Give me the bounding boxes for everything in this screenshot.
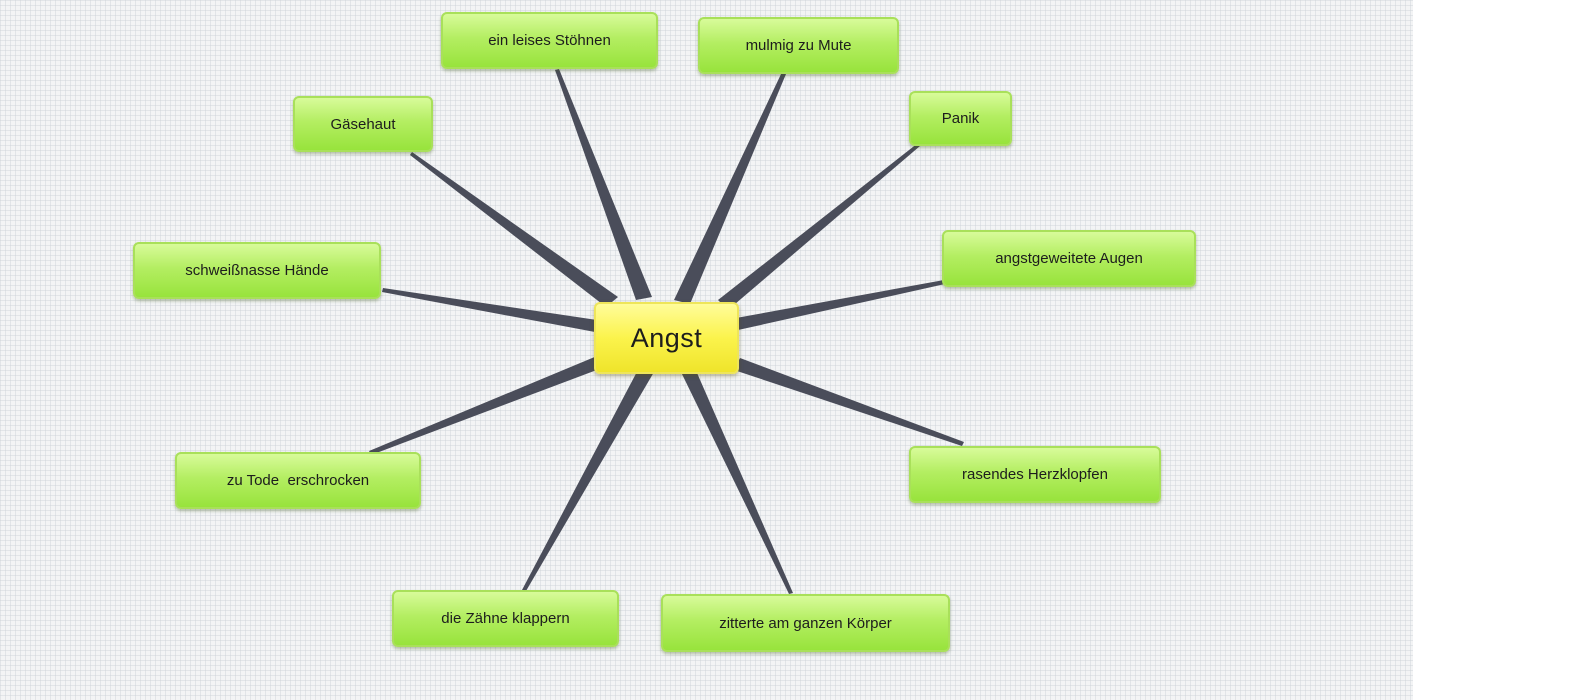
connector-panik: [718, 143, 920, 310]
node-label: zu Tode erschrocken: [226, 472, 370, 489]
node-mulmig-zu-mute[interactable]: mulmig zu Mute: [698, 17, 899, 74]
node-rasendes-herzklopfen[interactable]: rasendes Herzklopfen: [909, 446, 1161, 503]
connector-rasendes-herzklopfen: [734, 358, 964, 446]
connector-layer: [369, 69, 964, 594]
connector-angstgeweitete-augen: [736, 280, 945, 330]
node-angstgeweitete-augen[interactable]: angstgeweitete Augen: [942, 230, 1196, 287]
connector-schweissnasse-haende: [382, 288, 597, 332]
connector-die-zaehne-klappern: [522, 366, 654, 591]
node-label: angstgeweitete Augen: [995, 250, 1143, 267]
node-label: rasendes Herzklopfen: [962, 466, 1108, 483]
node-label: Gäsehaut: [330, 115, 396, 133]
node-schweissnasse-haende[interactable]: schweißnasse Hände: [133, 242, 381, 299]
node-zitterte-am-ganzen-koerper[interactable]: zitterte am ganzen Körper: [661, 594, 950, 652]
node-panik[interactable]: Panik: [909, 91, 1012, 146]
connector-zitterte-am-ganzen-koerper: [681, 366, 793, 594]
node-label: die Zähne klappern: [441, 610, 570, 627]
node-ein-leises-stoehnen[interactable]: ein leises Stöhnen: [441, 12, 658, 69]
node-zu-tode-erschrocken[interactable]: zu Tode erschrocken: [175, 452, 421, 509]
connector-mulmig-zu-mute: [674, 72, 786, 304]
node-die-zaehne-klappern[interactable]: die Zähne klappern: [392, 590, 619, 647]
central-node-angst[interactable]: Angst: [594, 302, 739, 374]
connector-ein-leises-stoehnen: [555, 69, 652, 300]
node-label: schweißnasse Hände: [185, 262, 329, 279]
connector-zu-tode-erschrocken: [369, 356, 602, 455]
node-gaesehaut[interactable]: Gäsehaut: [293, 96, 433, 152]
connector-gaesehaut: [410, 152, 618, 307]
node-label: mulmig zu Mute: [745, 37, 852, 54]
blank-margin: [1413, 0, 1594, 700]
node-label: Panik: [941, 110, 980, 127]
node-label: ein leises Stöhnen: [488, 32, 611, 49]
node-label: zitterte am ganzen Körper: [719, 614, 892, 632]
central-node-label: Angst: [630, 322, 703, 353]
